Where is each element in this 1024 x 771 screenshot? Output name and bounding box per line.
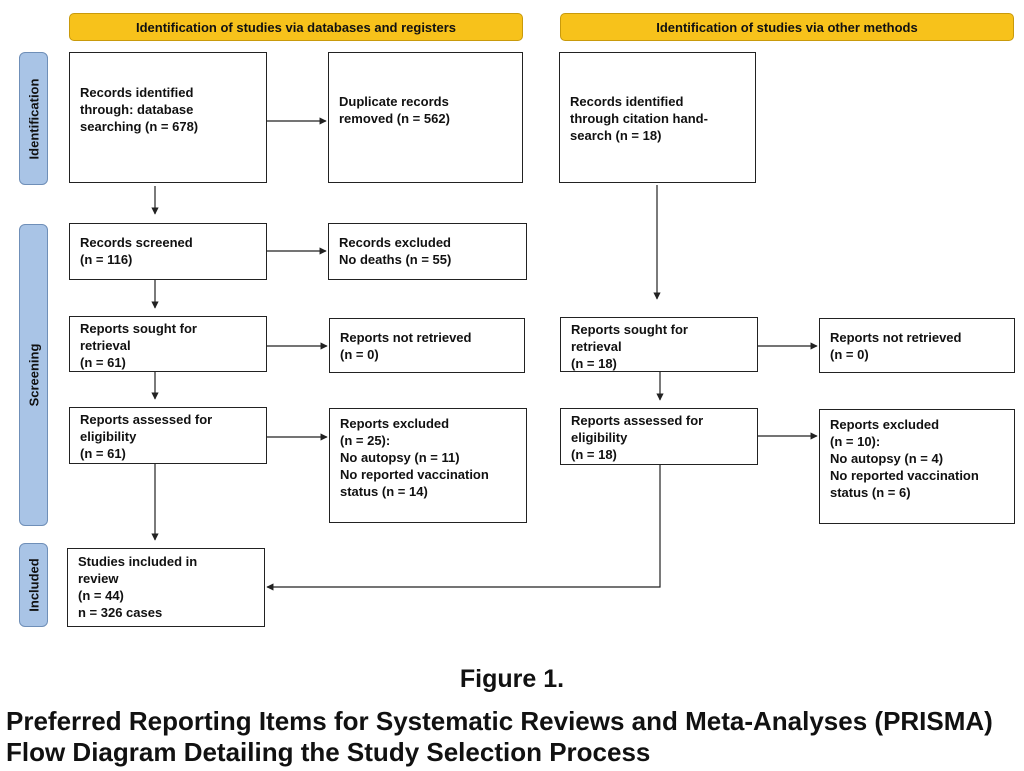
box-line: Reports excluded <box>340 416 450 431</box>
box-line: Reports not retrieved <box>830 330 962 345</box>
box-db-reports-assessed: Reports assessed for eligibility (n = 61) <box>69 407 267 464</box>
box-line: No autopsy (n = 4) <box>830 451 944 466</box>
box-line: Reports sought for <box>80 321 197 336</box>
box-line: retrieval <box>80 338 131 353</box>
box-line: (n = 44) <box>78 588 124 603</box>
box-line: status (n = 14) <box>340 484 428 499</box>
box-line: eligibility <box>80 429 137 444</box>
arrow-other-assessed-to-included <box>266 465 661 591</box>
box-db-reports-excluded: Reports excluded (n = 25): No autopsy (n =… <box>329 408 527 523</box>
box-line: (n = 61) <box>80 446 126 461</box>
box-line: Reports assessed for <box>571 413 704 428</box>
box-line: (n = 10): <box>830 434 881 449</box>
box-line: through citation hand- <box>570 111 708 126</box>
box-line: Records identified <box>80 85 194 100</box>
box-records-screened: Records screened (n = 116) <box>69 223 267 280</box>
box-line: (n = 116) <box>80 252 133 267</box>
box-other-reports-not-retrieved: Reports not retrieved (n = 0) <box>819 318 1015 373</box>
figure-number: Figure 1. <box>459 665 565 693</box>
box-db-records-identified: Records identified through: database searc… <box>69 52 267 183</box>
box-line: Reports assessed for <box>80 412 213 427</box>
header-other-methods: Identification of studies via other meth… <box>560 13 1014 41</box>
box-line: retrieval <box>571 339 622 354</box>
box-line: Records screened <box>80 235 193 250</box>
box-line: through: database <box>80 102 194 117</box>
phase-included: Included <box>19 543 48 627</box>
box-line: No reported vaccination <box>340 467 489 482</box>
box-line: No deaths (n = 55) <box>339 252 452 267</box>
box-line: eligibility <box>571 430 628 445</box>
box-line: (n = 61) <box>80 355 126 370</box>
phase-identification: Identification <box>19 52 48 185</box>
box-line: status (n = 6) <box>830 485 911 500</box>
box-line: (n = 18) <box>571 356 617 371</box>
box-line: Reports not retrieved <box>340 330 472 345</box>
box-line: Studies included in <box>78 554 198 569</box>
figure-title: Preferred Reporting Items for Systematic… <box>6 706 993 767</box>
box-duplicates-removed: Duplicate records removed (n = 562) <box>328 52 523 183</box>
box-db-reports-not-retrieved: Reports not retrieved (n = 0) <box>329 318 525 373</box>
box-line: Duplicate records <box>339 94 449 109</box>
phase-screening: Screening <box>19 224 48 526</box>
header-databases-registers: Identification of studies via databases … <box>69 13 523 41</box>
box-line: searching (n = 678) <box>80 119 199 134</box>
box-line: Records identified <box>570 94 684 109</box>
box-line: (n = 0) <box>340 347 379 362</box>
box-studies-included: Studies included in review (n = 44) n = 326… <box>67 548 265 627</box>
box-line: No autopsy (n = 11) <box>340 450 460 465</box>
box-other-reports-excluded: Reports excluded (n = 10): No autopsy (n =… <box>819 409 1015 524</box>
box-other-reports-sought: Reports sought for retrieval (n = 18) <box>560 317 758 372</box>
box-line: (n = 25): <box>340 433 391 448</box>
box-line: Reports excluded <box>830 417 940 432</box>
box-line: Records excluded <box>339 235 451 250</box>
box-line: n = 326 cases <box>78 605 163 620</box>
box-line: No reported vaccination <box>830 468 979 483</box>
box-line: (n = 0) <box>830 347 869 362</box>
box-line: search (n = 18) <box>570 128 662 143</box>
box-line: (n = 18) <box>571 447 617 462</box>
box-line: removed (n = 562) <box>339 111 450 126</box>
box-line: Reports sought for <box>571 322 688 337</box>
box-line: review <box>78 571 119 586</box>
box-other-reports-assessed: Reports assessed for eligibility (n = 18) <box>560 408 758 465</box>
box-db-reports-sought: Reports sought for retrieval (n = 61) <box>69 316 267 372</box>
box-citation-records-identified: Records identified through citation hand-… <box>559 52 756 183</box>
box-records-excluded: Records excluded No deaths (n = 55) <box>328 223 527 280</box>
